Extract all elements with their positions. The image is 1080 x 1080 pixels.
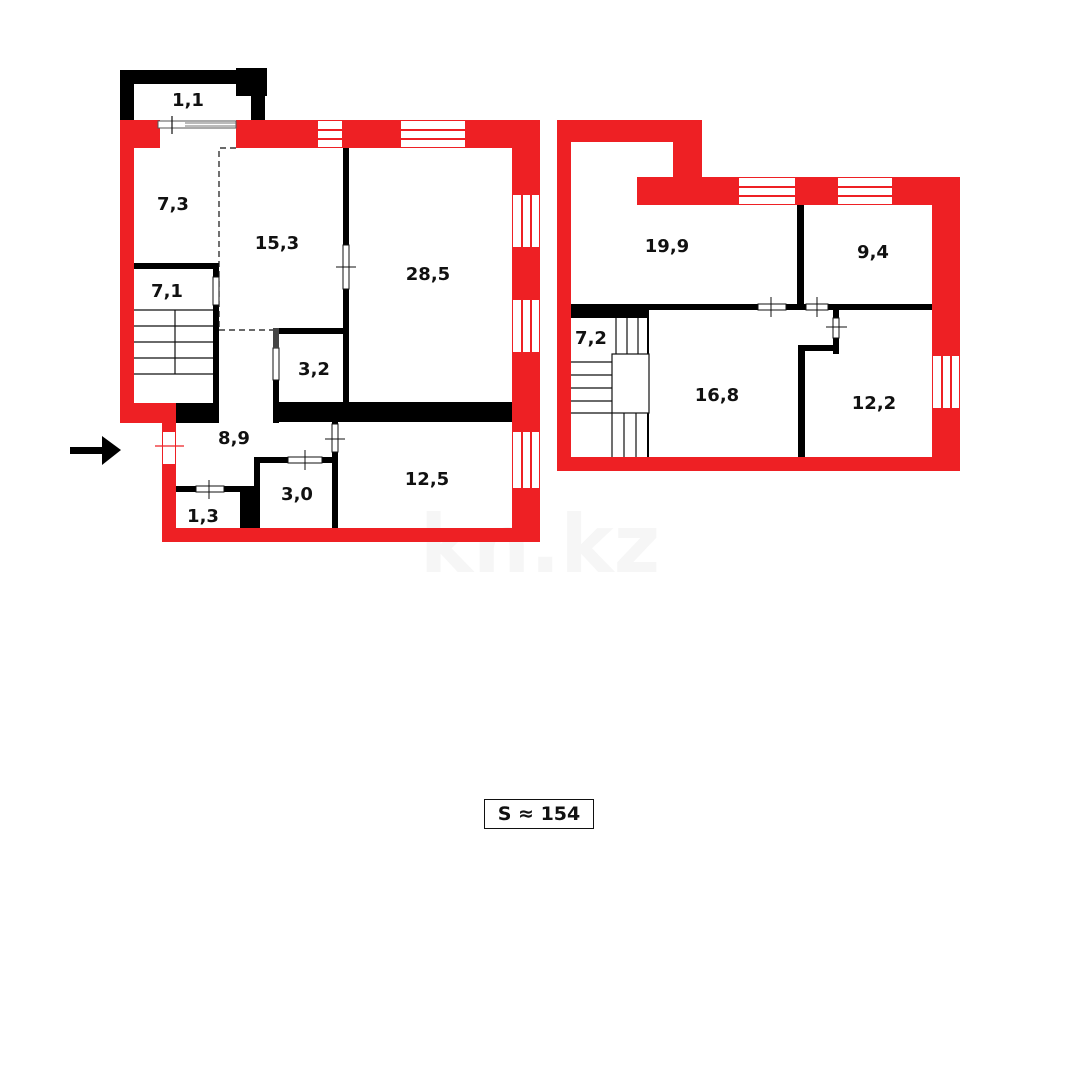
doors-floor-2 — [757, 297, 847, 339]
door-bedroom — [325, 423, 345, 453]
window-right-4 — [933, 356, 959, 408]
room-labels-floor-1: 1,1 7,3 15,3 28,5 7,1 3,2 8,9 1,3 3,0 12… — [151, 90, 450, 527]
room-label-stair: 7,1 — [151, 281, 183, 302]
room-label-wc: 1,3 — [187, 506, 219, 527]
arrow-right-icon — [70, 436, 121, 465]
window-right-2 — [513, 300, 539, 352]
window-right-1 — [513, 195, 539, 247]
room-label-closet: 3,2 — [298, 359, 330, 380]
window-top-2 — [401, 121, 465, 147]
windows-floor-1 — [155, 116, 539, 488]
balcony-walls — [120, 68, 267, 122]
dashed-partitions — [218, 147, 273, 331]
window-top-1 — [318, 121, 342, 147]
door-closet — [272, 328, 280, 381]
room-label-balcony: 1,1 — [172, 90, 204, 111]
room-label-hall-2: 16,8 — [695, 385, 739, 406]
doors-floor-1 — [195, 244, 356, 499]
door-room-a — [757, 297, 787, 317]
entrance-door — [155, 432, 184, 464]
total-area-label: S ≈ 154 — [484, 799, 594, 829]
staircase-floor-2 — [571, 318, 650, 457]
room-label-room-a: 19,9 — [645, 236, 689, 257]
balcony-door — [157, 116, 237, 134]
door-room-b — [805, 297, 829, 317]
room-labels-floor-2: 19,9 9,4 7,2 16,8 12,2 — [575, 236, 896, 414]
room-label-kitchen: 7,3 — [157, 194, 189, 215]
room-label-living: 28,5 — [406, 264, 450, 285]
door-wc — [195, 480, 225, 499]
window-right-3 — [513, 432, 539, 488]
room-label-dining: 15,3 — [255, 233, 299, 254]
floor-2-plan: 19,9 9,4 7,2 16,8 12,2 — [557, 120, 960, 471]
window-top-3 — [739, 178, 795, 204]
room-label-hall: 8,9 — [218, 428, 250, 449]
room-label-bath: 3,0 — [281, 484, 313, 505]
exterior-walls-floor-2 — [557, 120, 960, 471]
room-label-room-b: 9,4 — [857, 242, 889, 263]
room-label-room-c: 12,2 — [852, 393, 896, 414]
room-label-stair-2: 7,2 — [575, 328, 607, 349]
staircase-floor-1 — [134, 309, 213, 375]
door-dining-living — [336, 244, 356, 290]
interior-walls-floor-1 — [134, 148, 512, 528]
floor-1-plan: 1,1 7,3 15,3 28,5 7,1 3,2 8,9 1,3 3,0 12… — [70, 68, 540, 542]
door-room-c — [826, 317, 847, 339]
window-top-4 — [838, 178, 892, 204]
door-kitchen-stair — [212, 276, 220, 306]
door-bath — [287, 450, 323, 470]
windows-floor-2 — [739, 178, 959, 408]
room-label-bedroom: 12,5 — [405, 469, 449, 490]
